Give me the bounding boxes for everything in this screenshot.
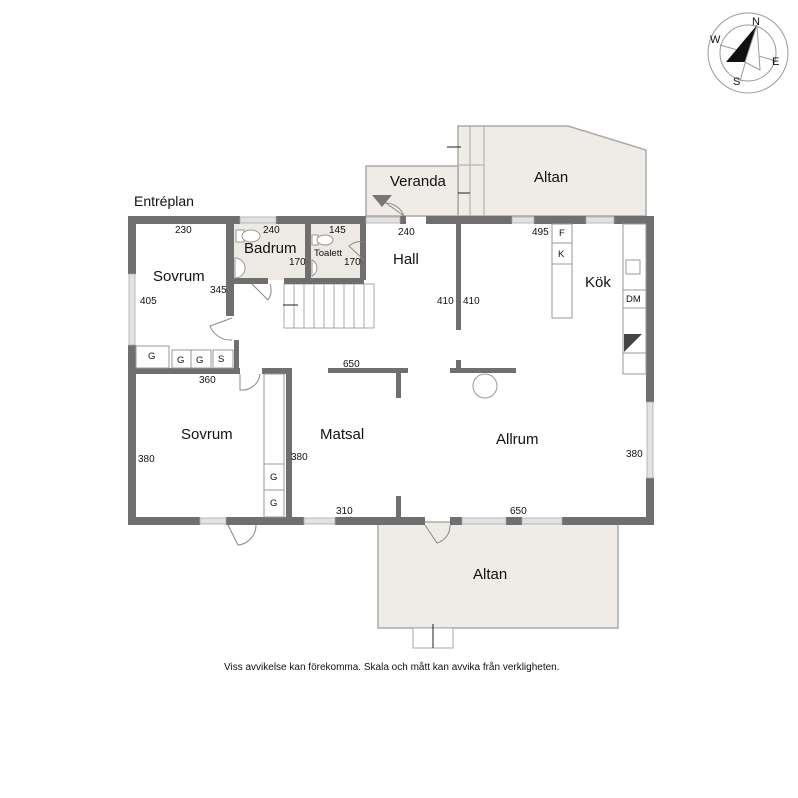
- dim-label: 495: [532, 227, 549, 238]
- dim-label: 650: [510, 506, 527, 517]
- level-title: Entréplan: [134, 193, 194, 209]
- dim-label: 170: [289, 257, 306, 268]
- dim-label: 310: [336, 506, 353, 517]
- dim-label: 240: [398, 227, 415, 238]
- closet-label: G: [177, 355, 185, 366]
- stove-icon: [624, 334, 642, 352]
- room-sovrum-top: Sovrum: [153, 268, 205, 285]
- compass-w: W: [710, 34, 721, 46]
- room-allrum: Allrum: [496, 431, 539, 448]
- dim-label: 230: [175, 225, 192, 236]
- compass-s: S: [733, 76, 741, 88]
- closet-label: G: [270, 498, 278, 509]
- room-kok: Kök: [585, 274, 611, 291]
- room-toalett: Toalett: [314, 248, 342, 259]
- closet-label: S: [218, 354, 225, 365]
- dim-label: 360: [199, 375, 216, 386]
- compass-n: N: [752, 16, 760, 28]
- dim-label: 170: [344, 257, 361, 268]
- walls: [128, 216, 654, 525]
- staircase: [283, 283, 375, 329]
- doors: [209, 202, 451, 546]
- fridge-label: F: [559, 228, 565, 239]
- compass-e: E: [772, 56, 780, 68]
- dim-label: 410: [463, 296, 480, 307]
- windows: [128, 216, 654, 525]
- closet-label: G: [270, 472, 278, 483]
- dim-label: 380: [626, 449, 643, 460]
- room-sovrum-bottom: Sovrum: [181, 426, 233, 443]
- dim-label: 240: [263, 225, 280, 236]
- room-matsal: Matsal: [320, 426, 365, 443]
- room-veranda: Veranda: [390, 173, 446, 190]
- room-badrum: Badrum: [244, 240, 297, 257]
- dim-label: 410: [437, 296, 454, 307]
- closet-label: G: [196, 355, 204, 366]
- altan-bottom-deck: [377, 521, 619, 629]
- dim-label: 345: [210, 285, 227, 296]
- altan-top-deck: [457, 125, 647, 217]
- room-altan-top: Altan: [534, 169, 569, 186]
- closet-label: G: [148, 351, 156, 362]
- freezer-label: K: [558, 249, 565, 260]
- dim-label: 380: [291, 452, 308, 463]
- disclaimer-text: Viss avvikelse kan förekomma. Skala och …: [224, 662, 560, 673]
- dim-label: 145: [329, 225, 346, 236]
- entrance-arrow-icon: [372, 195, 392, 207]
- dim-label: 405: [140, 296, 157, 307]
- dim-label: 380: [138, 454, 155, 465]
- room-hall: Hall: [393, 251, 419, 268]
- fixtures: [135, 223, 647, 518]
- room-altan-bottom: Altan: [473, 566, 508, 583]
- dim-label: 650: [343, 359, 360, 370]
- compass-icon: [707, 12, 789, 94]
- dishwasher-label: DM: [626, 294, 641, 305]
